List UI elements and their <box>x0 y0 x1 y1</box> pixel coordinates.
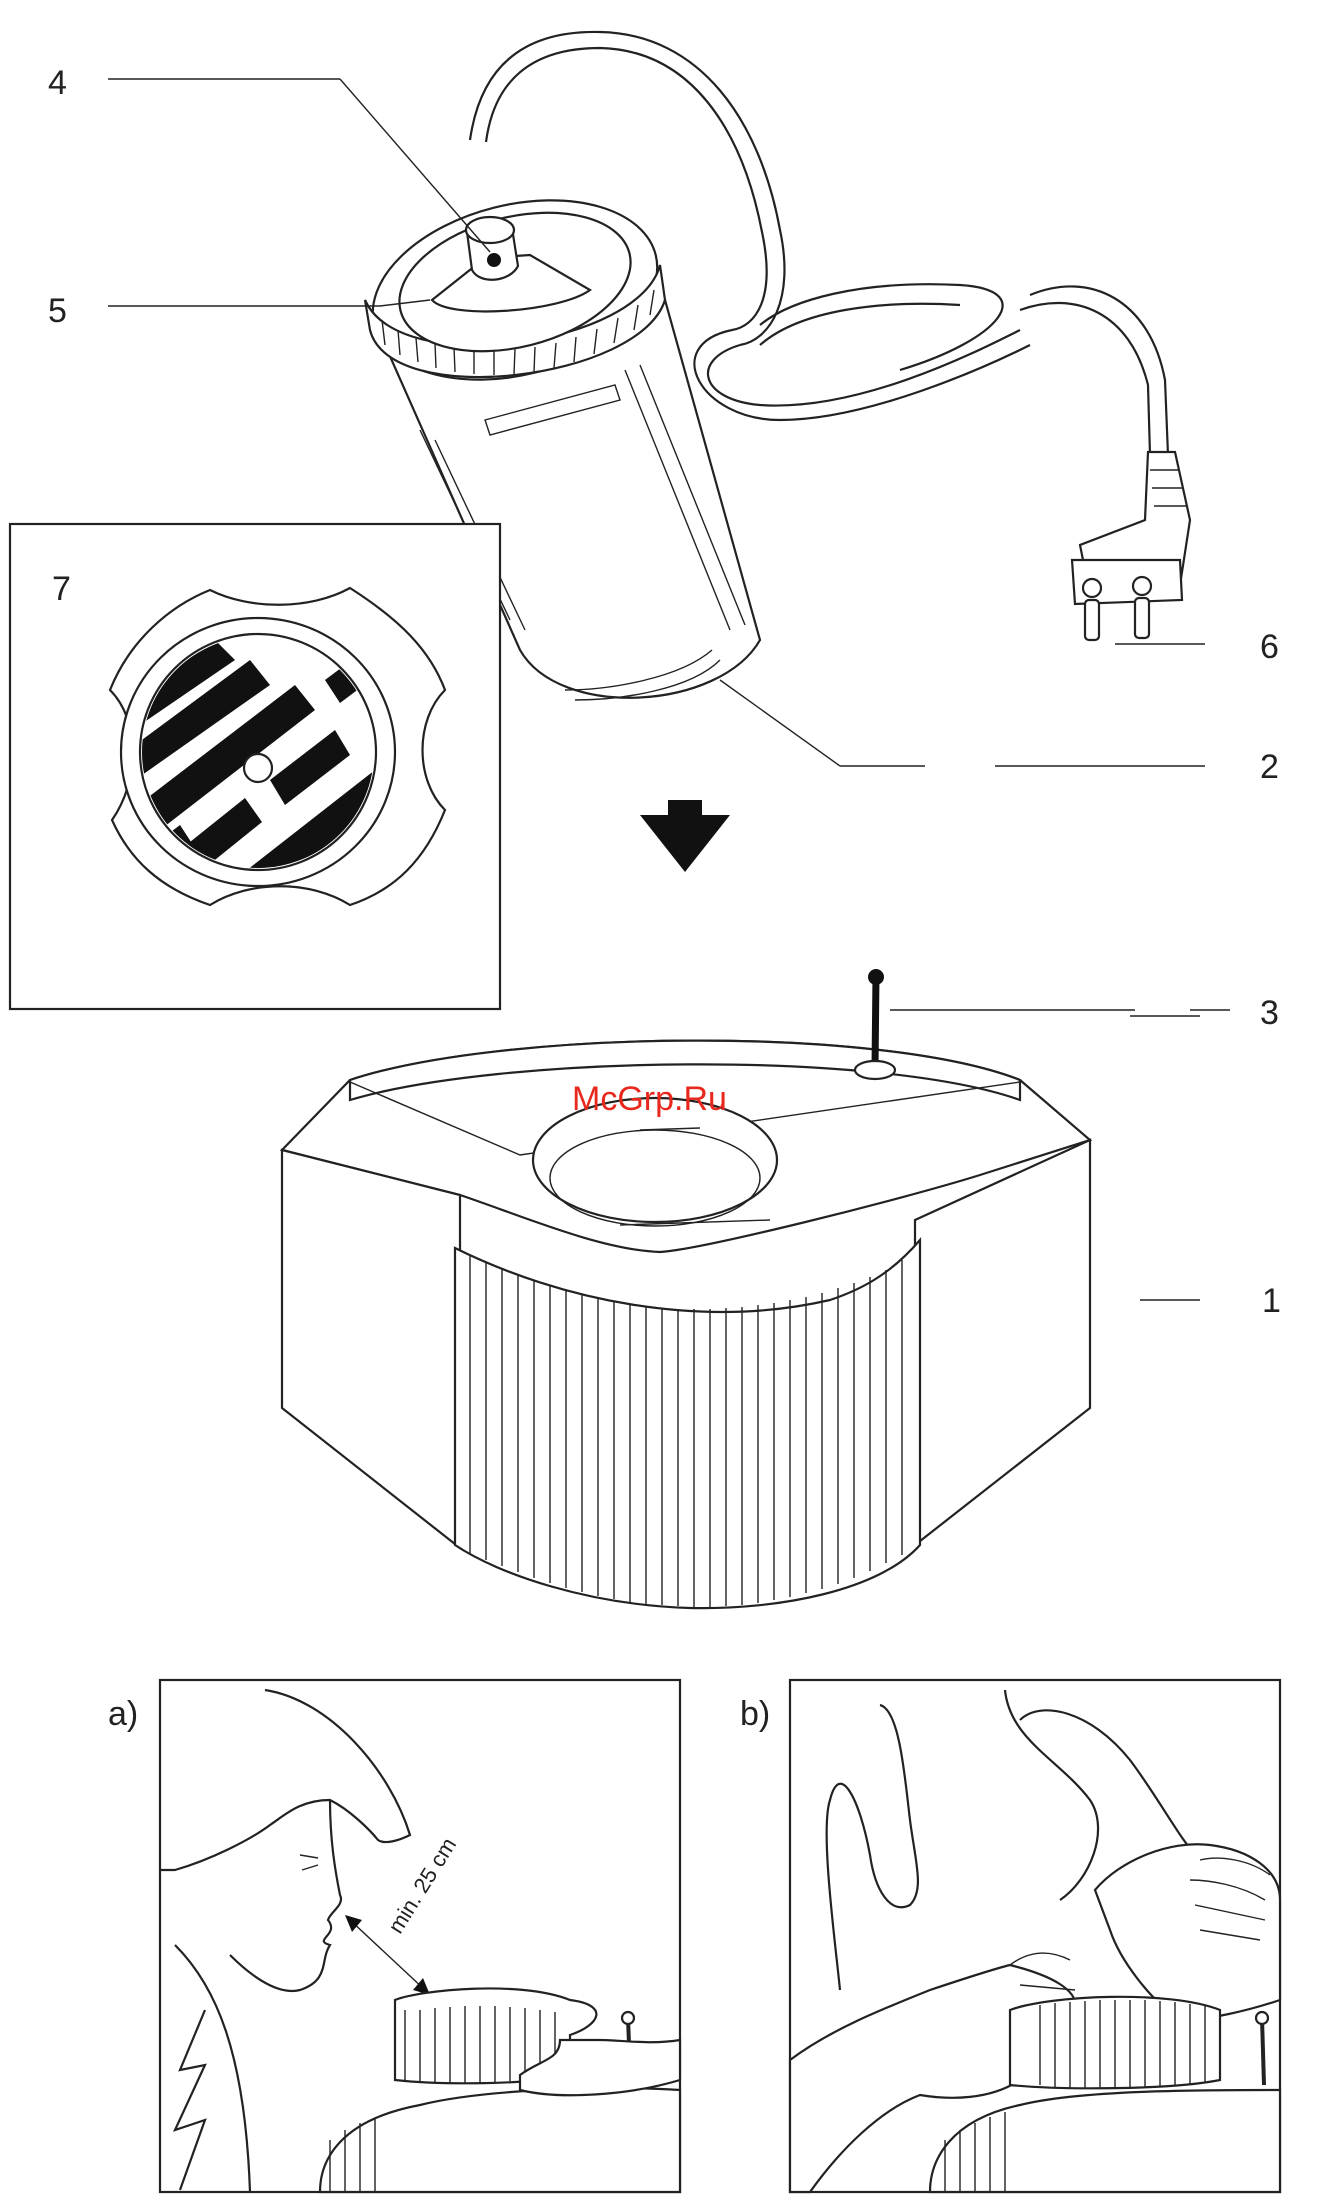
label-panel-b: b) <box>740 1695 770 1733</box>
label-3: 3 <box>1260 994 1279 1032</box>
plug-icon <box>1072 452 1190 640</box>
down-arrow-icon <box>640 800 730 872</box>
base-unit-icon <box>282 969 1230 1608</box>
pin-icon <box>855 969 895 1079</box>
panel-b <box>790 1680 1280 2192</box>
label-2: 2 <box>1260 748 1279 786</box>
label-7: 7 <box>52 570 71 608</box>
label-6: 6 <box>1260 628 1279 666</box>
label-panel-a: a) <box>108 1695 138 1733</box>
label-4: 4 <box>48 64 67 102</box>
grille-icon: 7 <box>10 524 500 1009</box>
label-1: 1 <box>1262 1282 1281 1320</box>
label-5: 5 <box>48 292 67 330</box>
panel-a: min. 25 cm <box>160 1680 680 2192</box>
watermark: McGrp.Ru <box>572 1080 727 1118</box>
